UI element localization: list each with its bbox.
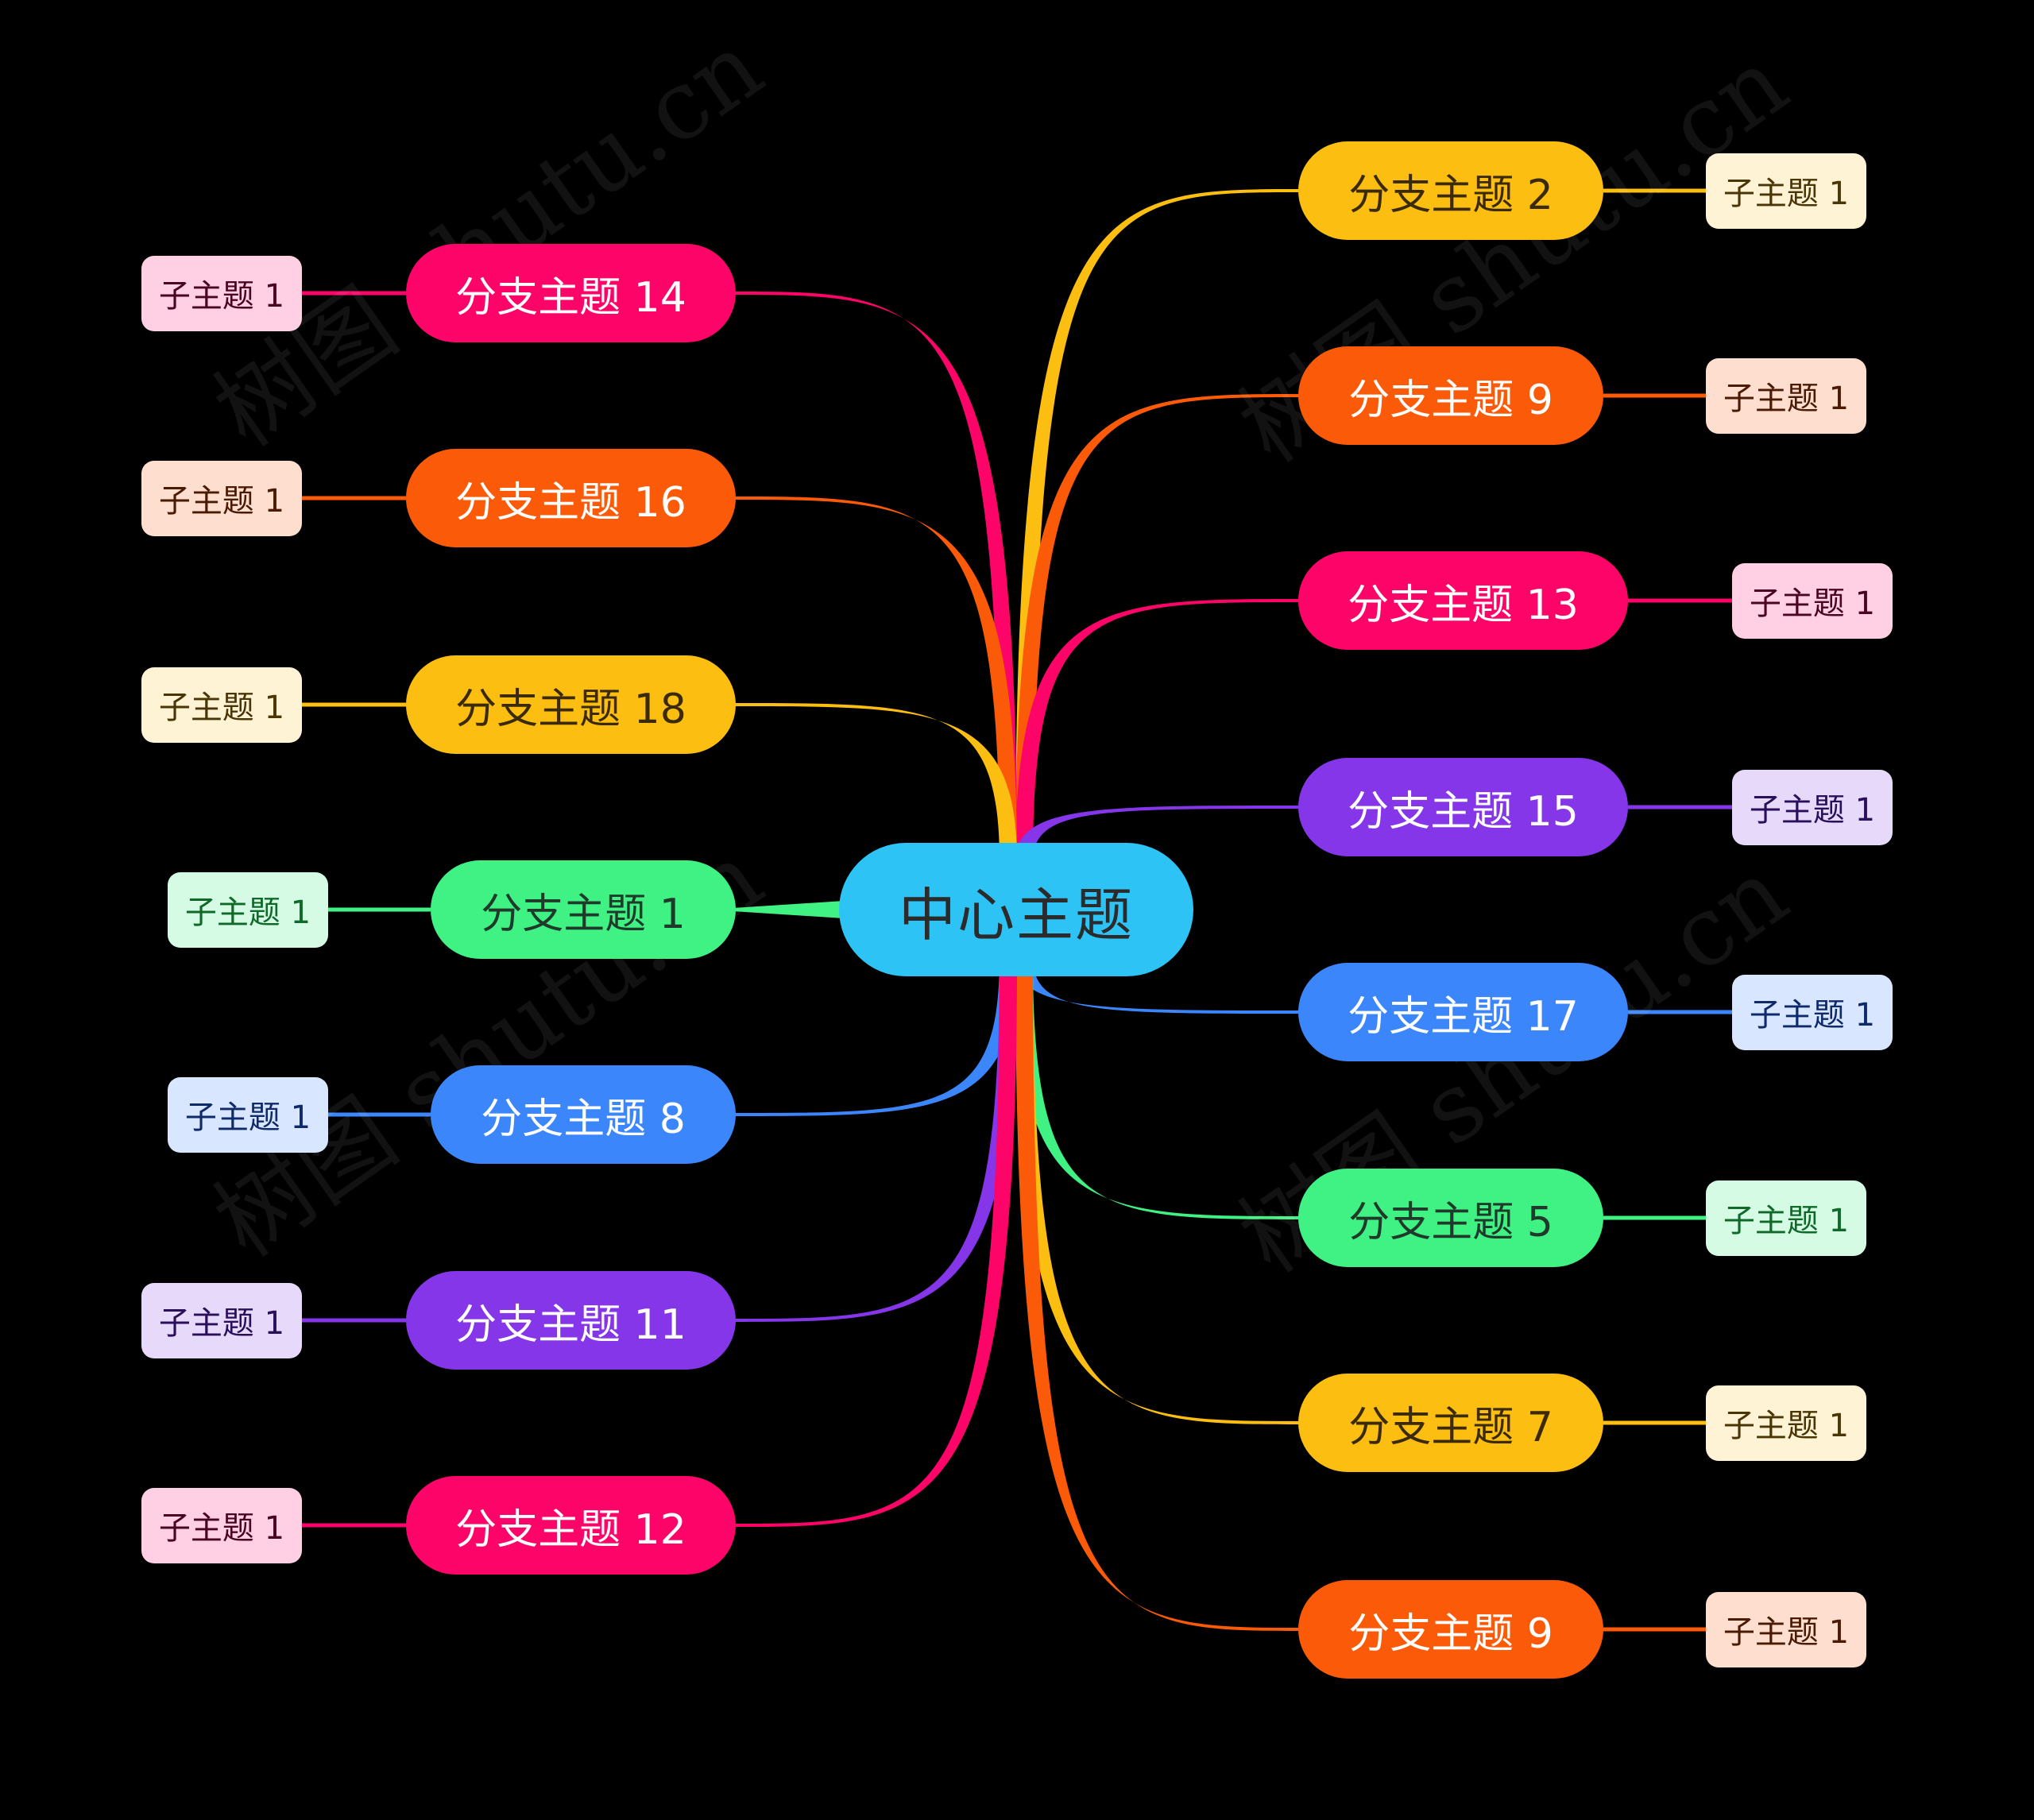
branch-topic-label: 分支主题 9 — [1348, 1609, 1553, 1658]
subtopic-label: 子主题 1 — [1723, 1203, 1850, 1239]
subtopic-label: 子主题 1 — [1723, 1614, 1850, 1651]
branch-topic[interactable]: 分支主题 2 — [1298, 141, 1603, 240]
branch-topic-label: 分支主题 8 — [481, 1095, 686, 1143]
branch-topic-label: 分支主题 14 — [455, 273, 686, 322]
subtopic-label: 子主题 1 — [158, 1305, 285, 1342]
branch-topic-label: 分支主题 15 — [1348, 787, 1579, 836]
subtopic-label: 子主题 1 — [1749, 997, 1876, 1034]
branch-topic[interactable]: 分支主题 12 — [406, 1476, 736, 1575]
branch-topic[interactable]: 分支主题 17 — [1298, 963, 1628, 1061]
branch-topic[interactable]: 分支主题 11 — [406, 1271, 736, 1370]
subtopic-label: 子主题 1 — [1749, 585, 1876, 622]
subtopic-label: 子主题 1 — [158, 690, 285, 726]
branch-topic-label: 分支主题 13 — [1348, 581, 1579, 629]
subtopic[interactable]: 子主题 1 — [168, 1076, 328, 1153]
branch-topic[interactable]: 分支主题 1 — [431, 860, 736, 959]
subtopic[interactable]: 子主题 1 — [141, 1487, 302, 1563]
branch-topic-label: 分支主题 1 — [481, 890, 686, 938]
branch-connector — [733, 497, 1017, 862]
subtopic[interactable]: 子主题 1 — [1706, 1591, 1866, 1667]
branch-connector — [1015, 394, 1301, 862]
central-topic[interactable]: 中心主题 — [839, 843, 1193, 976]
subtopic-label: 子主题 1 — [1723, 1408, 1850, 1444]
branch-topic[interactable]: 分支主题 14 — [406, 244, 736, 342]
branch-topic-label: 分支主题 17 — [1348, 992, 1579, 1041]
branch-topic[interactable]: 分支主题 13 — [1298, 551, 1628, 650]
subtopic[interactable]: 子主题 1 — [141, 460, 302, 536]
branch-connector — [733, 703, 1017, 862]
branch-topic[interactable]: 分支主题 9 — [1298, 346, 1603, 445]
branch-topic[interactable]: 分支主题 8 — [431, 1065, 736, 1164]
subtopic[interactable]: 子主题 1 — [1732, 562, 1893, 639]
branch-connector — [733, 957, 1017, 1116]
branch-topic-label: 分支主题 5 — [1348, 1198, 1553, 1246]
branch-topic-label: 分支主题 16 — [455, 478, 686, 527]
subtopic-label: 子主题 1 — [158, 278, 285, 315]
subtopic[interactable]: 子主题 1 — [1732, 769, 1893, 845]
branch-topic[interactable]: 分支主题 15 — [1298, 758, 1628, 856]
subtopic[interactable]: 子主题 1 — [1706, 1385, 1866, 1461]
subtopic-label: 子主题 1 — [184, 1099, 311, 1136]
subtopic[interactable]: 子主题 1 — [1706, 357, 1866, 434]
branch-topic[interactable]: 分支主题 18 — [406, 655, 736, 754]
branch-topic[interactable]: 分支主题 7 — [1298, 1374, 1603, 1472]
branch-topic[interactable]: 分支主题 5 — [1298, 1169, 1603, 1267]
subtopic-label: 子主题 1 — [1723, 381, 1850, 417]
branch-topic-label: 分支主题 9 — [1348, 376, 1553, 424]
subtopic[interactable]: 子主题 1 — [141, 1282, 302, 1358]
branch-topic-label: 分支主题 7 — [1348, 1403, 1553, 1451]
subtopic-label: 子主题 1 — [1723, 176, 1850, 212]
subtopic[interactable]: 子主题 1 — [141, 667, 302, 743]
branch-connector — [733, 957, 1017, 1322]
branch-topic[interactable]: 分支主题 9 — [1298, 1580, 1603, 1679]
subtopic[interactable]: 子主题 1 — [1732, 974, 1893, 1050]
subtopic-label: 子主题 1 — [1749, 792, 1876, 829]
subtopic[interactable]: 子主题 1 — [1706, 153, 1866, 229]
subtopic[interactable]: 子主题 1 — [168, 871, 328, 948]
branch-topic[interactable]: 分支主题 16 — [406, 449, 736, 547]
subtopic-label: 子主题 1 — [158, 1510, 285, 1547]
branch-topic-label: 分支主题 12 — [455, 1505, 686, 1554]
subtopic-label: 子主题 1 — [158, 483, 285, 520]
branch-connector — [1015, 957, 1301, 1424]
central-topic-label: 中心主题 — [898, 881, 1134, 949]
subtopic-label: 子主题 1 — [184, 895, 311, 931]
subtopic[interactable]: 子主题 1 — [1706, 1180, 1866, 1256]
subtopic[interactable]: 子主题 1 — [141, 255, 302, 331]
branch-topic-label: 分支主题 11 — [455, 1300, 686, 1349]
branch-connector — [1015, 957, 1301, 1219]
branch-connector — [733, 901, 844, 918]
branch-topic-label: 分支主题 18 — [455, 685, 686, 733]
branch-topic-label: 分支主题 2 — [1348, 171, 1553, 219]
